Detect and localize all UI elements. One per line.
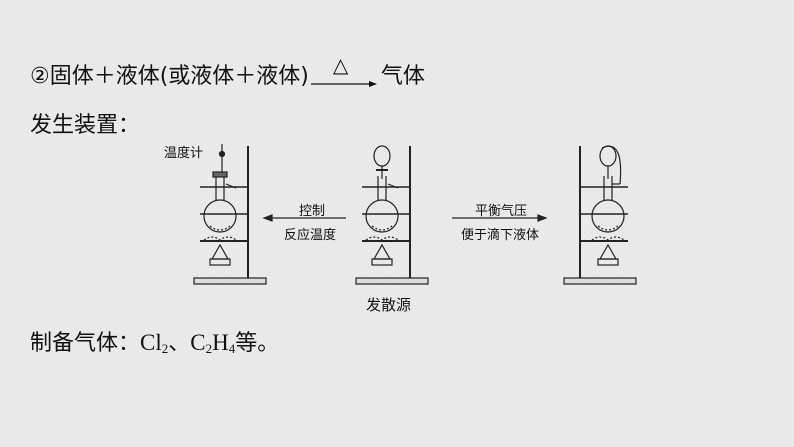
right-arrow-label-1: 平衡气压 bbox=[475, 204, 528, 219]
apparatus-figure: 温度计 控制 反应温度 平衡气压 便于滴下液体 发散源 bbox=[150, 134, 650, 324]
left-arrow-label-1: 控制 bbox=[299, 204, 326, 219]
left-arrow-label-2: 反应温度 bbox=[284, 228, 337, 243]
right-apparatus bbox=[563, 145, 637, 285]
ethylene-formula: C2H4 bbox=[190, 330, 236, 356]
reaction-product: 气体 bbox=[380, 64, 425, 89]
left-arrow bbox=[262, 214, 346, 222]
reaction-line: ②固体＋液体(或液体＋液体) △ 气体 bbox=[30, 53, 425, 90]
center-apparatus bbox=[355, 145, 429, 285]
device-heading: 发生装置： bbox=[30, 113, 141, 138]
gases-prefix: 制备气体： bbox=[30, 331, 141, 356]
reaction-arrow: △ bbox=[309, 53, 379, 89]
chlorine-formula: Cl2 bbox=[140, 330, 169, 356]
gases-suffix: 等。 bbox=[235, 331, 280, 356]
left-apparatus bbox=[193, 144, 267, 285]
right-arrow bbox=[452, 214, 548, 222]
thermometer-label: 温度计 bbox=[164, 146, 204, 161]
right-arrow-label-2: 便于滴下液体 bbox=[461, 228, 540, 243]
heat-symbol: △ bbox=[332, 53, 349, 77]
apparatus-drawing bbox=[193, 144, 637, 285]
reaction-reactants: ②固体＋液体(或液体＋液体) bbox=[30, 64, 309, 89]
center-caption: 发散源 bbox=[366, 296, 412, 314]
gases-separator: 、 bbox=[168, 331, 191, 356]
gases-line: 制备气体：Cl2、C2H4等。 bbox=[30, 325, 279, 357]
